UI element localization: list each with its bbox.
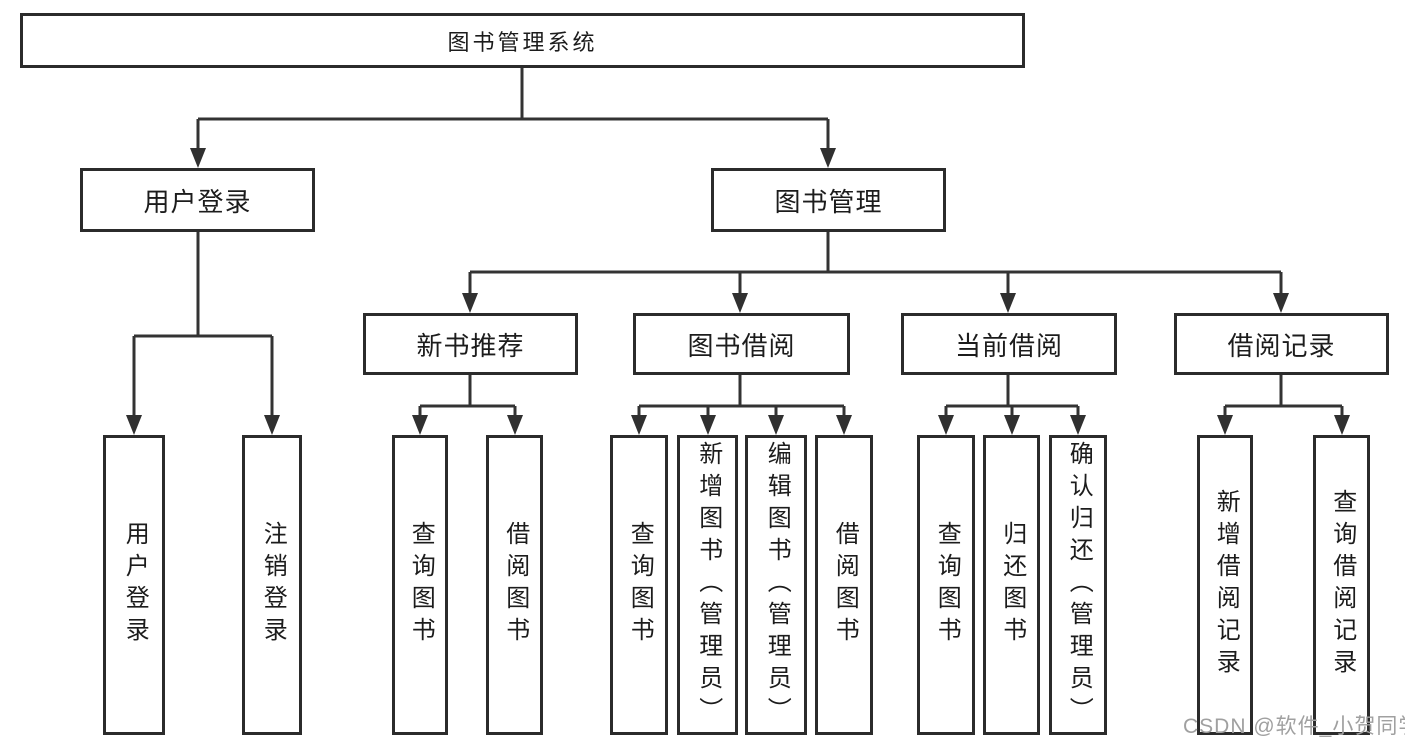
node-borrow-edit-book-admin: 编辑图书（管理员） <box>745 435 807 735</box>
node-new-book-recommend: 新书推荐 <box>363 313 578 375</box>
arrowhead-icon <box>126 415 142 435</box>
arrowhead-icon <box>768 415 784 435</box>
arrowhead-icon <box>1217 415 1233 435</box>
node-current-query-book: 查询图书 <box>917 435 975 735</box>
node-label: 用户登录 <box>143 186 252 217</box>
node-borrow-query-book: 查询图书 <box>610 435 668 735</box>
node-label: 借阅图书 <box>501 521 529 649</box>
node-borrow-add-book-admin: 新增图书（管理员） <box>677 435 738 735</box>
node-label: 图书管理系统 <box>447 29 598 55</box>
node-borrow-borrow-book: 借阅图书 <box>815 435 873 735</box>
arrowhead-icon <box>700 415 716 435</box>
arrowhead-icon <box>1004 415 1020 435</box>
node-current-borrow: 当前借阅 <box>901 313 1117 375</box>
node-user-login-leaf: 用户登录 <box>103 435 165 735</box>
node-records-query-record: 查询借阅记录 <box>1313 435 1370 735</box>
watermark-text: CSDN @软件_小贺同学 <box>1183 715 1405 738</box>
edge-path <box>132 68 1344 417</box>
node-label: 图书管理 <box>774 186 883 217</box>
arrowhead-icon <box>1000 293 1016 313</box>
node-label: 注销登录 <box>259 521 287 649</box>
node-borrow-records: 借阅记录 <box>1174 313 1389 375</box>
node-label: 新书推荐 <box>416 330 525 361</box>
node-label: 借阅记录 <box>1227 330 1336 361</box>
node-label: 用户登录 <box>121 521 149 649</box>
node-book-borrow: 图书借阅 <box>633 313 850 375</box>
arrowhead-icon <box>732 293 748 313</box>
node-recommend-borrow-book: 借阅图书 <box>486 435 543 735</box>
node-label: 新增借阅记录 <box>1212 489 1240 681</box>
arrowhead-icon <box>820 148 836 168</box>
arrowhead-icon <box>462 293 478 313</box>
arrowhead-icon <box>631 415 647 435</box>
arrowhead-icon <box>1273 293 1289 313</box>
node-records-add-record: 新增借阅记录 <box>1197 435 1253 735</box>
node-logout-leaf: 注销登录 <box>242 435 302 735</box>
arrowhead-icon <box>938 415 954 435</box>
node-recommend-query-book: 查询图书 <box>392 435 448 735</box>
node-label: 查询图书 <box>626 521 654 649</box>
arrowhead-icon <box>1334 415 1350 435</box>
node-label: 图书借阅 <box>687 330 796 361</box>
node-current-confirm-return-admin: 确认归还（管理员） <box>1049 435 1107 735</box>
node-label: 确认归还（管理员） <box>1065 441 1093 729</box>
node-current-return-book: 归还图书 <box>983 435 1040 735</box>
node-book-management: 图书管理 <box>711 168 946 232</box>
node-label: 新增图书（管理员） <box>694 441 722 729</box>
node-system-root: 图书管理系统 <box>20 13 1025 68</box>
node-label: 编辑图书（管理员） <box>763 441 791 729</box>
node-label: 借阅图书 <box>831 521 859 649</box>
arrowhead-icon <box>264 415 280 435</box>
arrowhead-icon <box>836 415 852 435</box>
node-label: 查询图书 <box>407 521 435 649</box>
node-label: 查询图书 <box>933 521 961 649</box>
arrowhead-icon <box>507 415 523 435</box>
arrowhead-icon <box>190 148 206 168</box>
node-user-login: 用户登录 <box>80 168 315 232</box>
arrowhead-icon <box>412 415 428 435</box>
node-label: 当前借阅 <box>954 330 1063 361</box>
node-label: 查询借阅记录 <box>1328 489 1356 681</box>
arrowhead-icon <box>1070 415 1086 435</box>
node-label: 归还图书 <box>998 521 1026 649</box>
